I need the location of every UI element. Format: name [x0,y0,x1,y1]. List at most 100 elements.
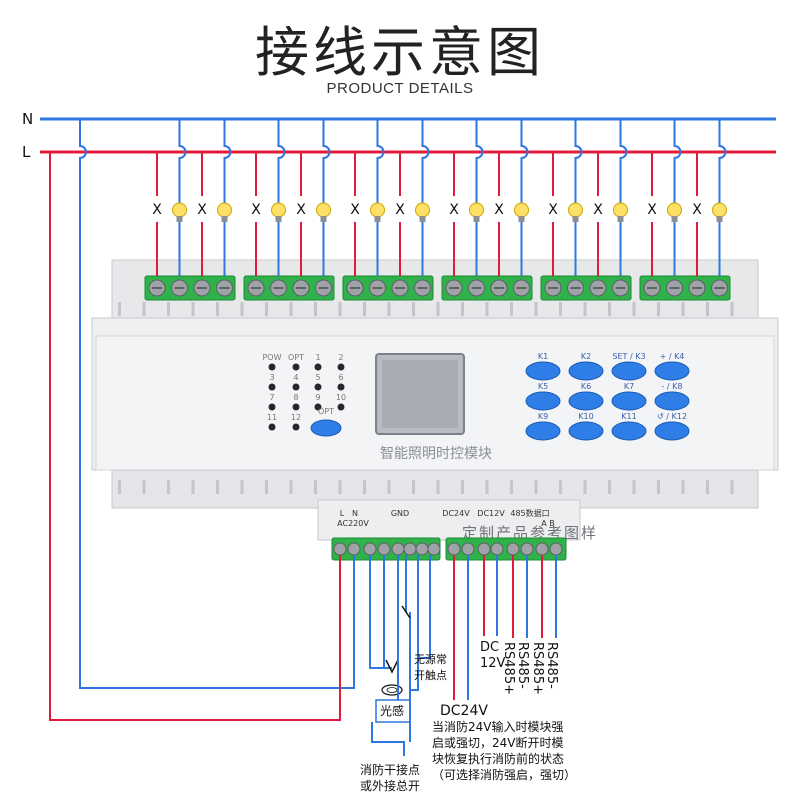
key-label: ↺ / K12 [657,412,687,421]
vent-rib [142,302,146,316]
neutral-label: N [22,110,33,128]
vent-rib [289,302,293,316]
vent-rib [142,480,146,494]
vent-rib [461,480,464,494]
switch-icon: X [296,202,306,218]
terminal-block [441,275,533,301]
terminal-screw[interactable] [490,542,504,556]
status-led [337,383,345,391]
vent-rib [265,480,268,494]
terminal-screw[interactable] [549,542,563,556]
channel-neutral-wire [322,119,331,204]
vent-rib [118,480,121,494]
light-sensor-icon [381,684,403,696]
terminal-screw[interactable] [415,542,429,556]
keypad-button[interactable] [611,421,647,441]
keypad-button[interactable] [568,421,604,441]
keypad-button[interactable] [611,391,647,411]
no-source-contact-label: 无源常 开触点 [414,653,447,682]
vent-rib [436,480,440,494]
vent-rib [240,302,244,316]
switch-icon: X [395,202,405,218]
switch-icon: X [350,202,360,218]
channel-neutral-wire [475,119,484,204]
terminal-screw[interactable] [447,542,461,556]
vent-rib [363,302,366,316]
status-led [314,403,322,411]
vent-rib [289,480,293,494]
keypad-button[interactable] [525,361,561,381]
terminal-screw[interactable] [363,542,377,556]
keypad-button[interactable] [568,391,604,411]
terminal-screw[interactable] [347,542,361,556]
led-label: 12 [291,413,301,422]
key-label: SET / K3 [612,352,645,361]
vent-rib [706,302,709,316]
vent-rib [191,302,195,316]
led-label: 5 [315,373,320,382]
keypad-button[interactable] [654,421,690,441]
vent-rib [436,302,440,316]
terminal-block [243,275,335,301]
terminal-label: AC220V [337,519,369,528]
keypad-button[interactable] [654,391,690,411]
light-bulb-icon [271,202,286,218]
keypad-button[interactable] [611,361,647,381]
terminal-screw[interactable] [403,542,417,556]
terminal-screw[interactable] [506,542,520,556]
status-led [268,403,276,411]
opt-button-label: OPT [318,407,334,416]
vent-rib [632,302,636,316]
channel-neutral-wire [520,119,529,204]
switch-icon: X [494,202,504,218]
dc24-description: 当消防24V输入时模块强 启或强切，24V断开时模 块恢复执行消防前的状态 （可… [432,720,577,782]
led-label: 6 [338,373,343,382]
light-bulb-icon [370,202,385,218]
channel-neutral-wire [574,119,583,204]
terminal-screw[interactable] [535,542,549,556]
keypad-button[interactable] [654,361,690,381]
keypad-button[interactable] [525,421,561,441]
terminal-screw[interactable] [477,542,491,556]
vent-rib [485,302,489,316]
vent-rib [412,480,415,494]
channel-neutral-wire [223,119,232,204]
dc12-label: DC 12V [480,640,506,671]
vent-rib [657,480,660,494]
vent-rib [167,302,170,316]
fire-dry-contact-label: 消防干接点 或外接总开 [360,763,421,793]
light-sensor-label: 光感 [380,704,405,718]
rs485-plus-label-2: RS485+ [530,642,545,695]
vent-rib [559,302,562,316]
status-led [268,383,276,391]
terminal-screw[interactable] [461,542,475,556]
keypad-button[interactable] [568,361,604,381]
vent-rib [314,302,317,316]
led-label: 8 [293,393,298,402]
vent-rib [216,480,219,494]
vent-rib [706,480,709,494]
terminal-screw[interactable] [391,542,405,556]
keypad-button[interactable] [525,391,561,411]
terminal-screw[interactable] [520,542,534,556]
channel-neutral-wire [619,119,628,204]
channel-neutral-wire [673,119,682,204]
terminal-label: N [352,509,358,518]
led-label: 3 [269,373,274,382]
terminal-screw[interactable] [333,542,347,556]
fire-contact-wire [371,722,405,756]
led-label: OPT [288,353,304,362]
opt-button[interactable] [310,419,342,437]
light-bulb-icon [667,202,682,218]
terminal-label: DC12V [477,509,505,518]
dry-contact-wire-b [410,555,419,691]
rs485-plus-label-1: RS485+ [501,642,516,695]
vent-rib [191,480,195,494]
vent-rib [681,480,685,494]
terminal-screw[interactable] [427,542,441,556]
key-label: K1 [538,352,548,361]
vent-rib [338,480,342,494]
terminal-screw[interactable] [377,542,391,556]
vent-rib [485,480,489,494]
